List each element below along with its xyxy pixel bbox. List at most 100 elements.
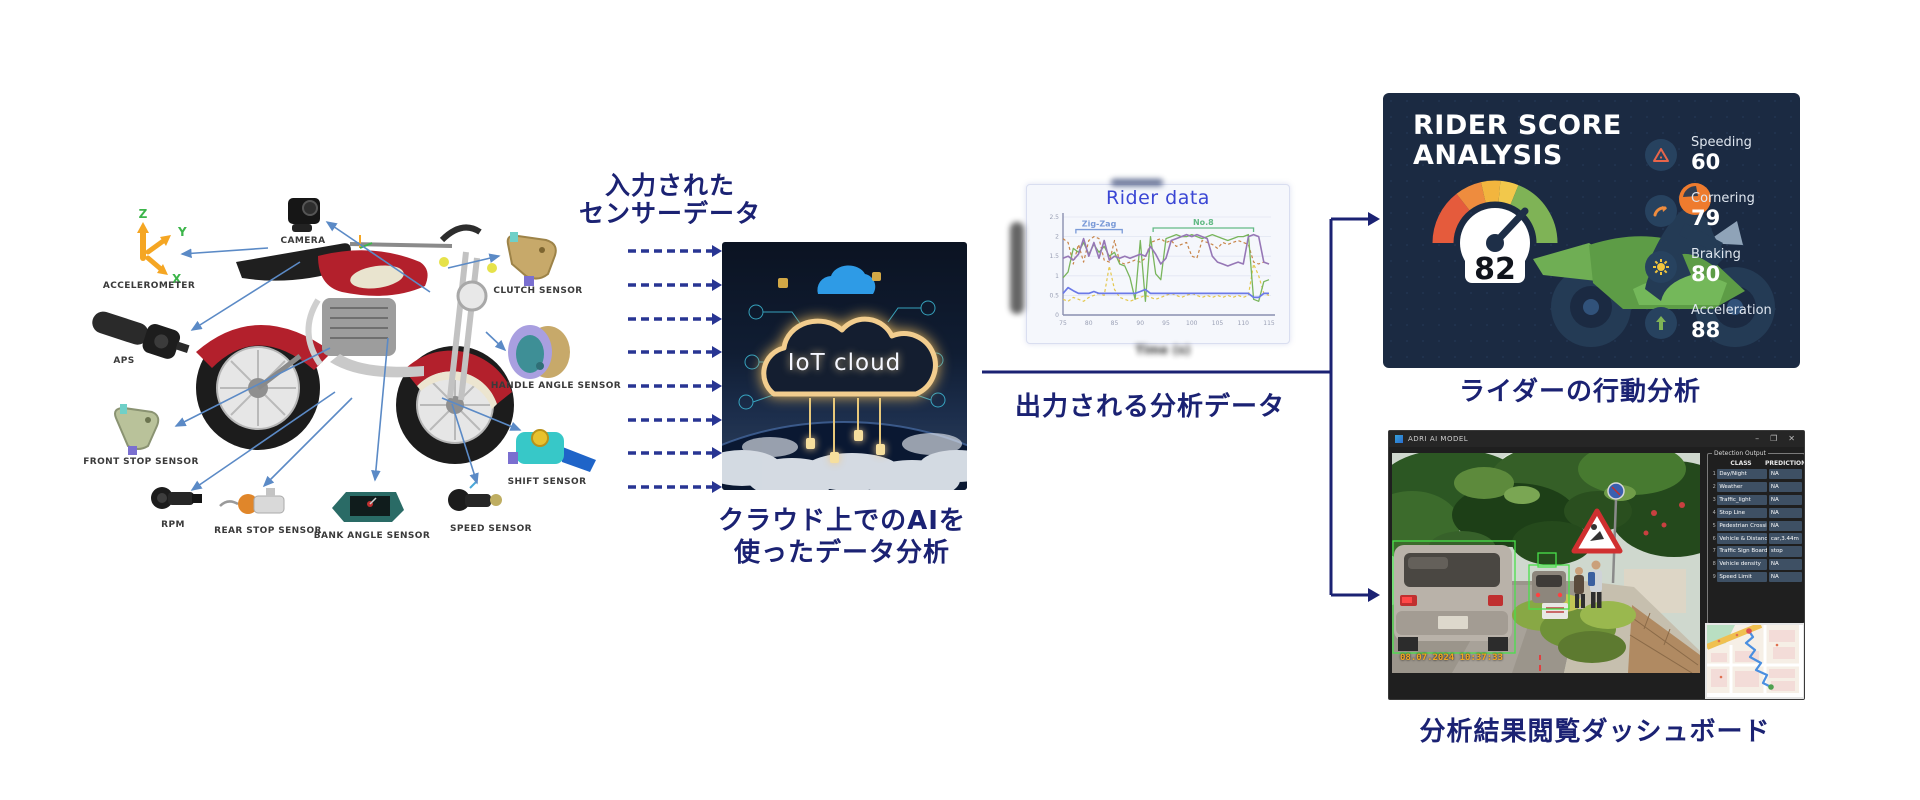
clutch-sensor-icon [506,232,557,286]
svg-text:100: 100 [1186,320,1198,327]
street-scene [1392,453,1700,673]
accelerometer-axes [137,222,171,275]
input-heading-line1: 入力された [604,171,735,200]
row-prediction: NA [1768,559,1802,570]
sensor-label-bank-angle: BANK ANGLE SENSOR [313,531,431,541]
svg-text:No.8: No.8 [1193,218,1214,227]
row-number: 5 [1712,522,1716,529]
chart-title: Rider data [1106,187,1210,209]
map-inset [1705,623,1804,699]
input-heading-line2: センサーデータ [578,199,761,228]
route-map [1707,625,1799,693]
sensor-label-clutch: CLUTCH SENSOR [493,286,583,296]
metric-label: Braking [1691,247,1741,263]
sensor-label-accelerometer: ACCELEROMETER [102,281,196,291]
cloud-caption-line2: 使ったデータ分析 [733,538,950,568]
metric-value: 88 [1691,318,1721,343]
blur-smudge [1111,179,1163,186]
iot-cloud-art [722,265,967,490]
maximize-button[interactable]: ❐ [1770,434,1778,443]
row-number: 3 [1712,496,1716,503]
curve-arrow-icon [1645,195,1677,228]
dashboard-caption: 分析結果閲覧ダッシュボード [1419,717,1771,747]
row-class: Vehicle & Distance [1717,533,1767,544]
row-prediction: car,3.44m [1768,533,1802,544]
metric-braking: Braking 80 [1645,247,1772,286]
sensor-label-camera: CAMERA [280,236,326,246]
route-line [1744,630,1772,688]
row-number: 1 [1712,471,1716,478]
row-prediction: NA [1768,520,1802,531]
iot-cloud-image: IoT cloud [722,242,967,490]
sensor-pointer-arrows [174,221,522,491]
sensor-label-rpm: RPM [161,520,185,530]
svg-text:95: 95 [1162,320,1170,327]
pedestrians [1574,560,1602,608]
metric-value: 80 [1691,262,1721,287]
row-prediction: stop [1768,546,1802,557]
warning-sign [1571,482,1625,584]
up-arrow-icon [1645,307,1677,340]
metric-acceleration: Acceleration 88 [1645,303,1772,342]
svg-text:75: 75 [1059,320,1067,327]
svg-text:Zig-Zag: Zig-Zag [1082,220,1117,229]
metric-value: 60 [1691,150,1721,174]
row-class: Traffic Sign Boards [1717,546,1767,557]
metrics-list: Speeding 60 Cornering 79 Braking [1645,135,1772,343]
window-titlebar: ADRI AI MODEL – ❐ ✕ [1389,431,1804,447]
connector-arrowhead-top [1368,212,1380,226]
rpm-sensor-icon [151,487,202,509]
svg-text:0.5: 0.5 [1049,292,1059,299]
row-number: 9 [1712,574,1716,581]
close-button[interactable]: ✕ [1788,434,1795,443]
svg-text:0: 0 [1055,312,1059,319]
input-data-heading: 入力された センサーデータ [545,172,795,228]
dashcam-photo: 08.07.2024 10:37:33 [1392,453,1700,673]
svg-text:1.5: 1.5 [1049,253,1059,260]
shift-sensor-icon [508,429,596,472]
rider-title-line2: ANALYSIS [1413,140,1563,172]
chart-xlabel-blurred: Time (s) [1135,343,1191,357]
row-class: Weather [1717,481,1767,493]
row-class: Speed Limit [1717,572,1767,583]
rider-score-title: RIDER SCORE ANALYSIS [1413,110,1622,172]
dashboard-window: ADRI AI MODEL – ❐ ✕ [1388,430,1805,700]
rider-panel-caption: ライダーの行動分析 [1459,377,1701,407]
svg-text:1: 1 [1055,273,1059,280]
motorcycle-illustration [196,224,514,464]
route-end-marker [1768,684,1774,690]
class-header: CLASS [1730,460,1752,467]
metric-label: Acceleration [1691,303,1772,319]
row-class: Pedestrian Crossing [1717,520,1767,531]
axis-z-label: Z [139,207,148,221]
detection-boxes [1392,540,1570,654]
sensor-label-rear-stop: REAR STOP SENSOR [214,526,322,536]
rider-score-art: 82 [1432,180,1775,347]
row-number: 4 [1712,509,1716,516]
sensor-label-front-stop: FRONT STOP SENSOR [83,457,199,467]
axis-x-label: X [172,272,182,286]
chart-ylabel-blurred [1010,222,1024,314]
blue-cloud-icon [817,265,876,294]
row-prediction: NA [1768,481,1802,493]
rider-score-panel: RIDER SCORE ANALYSIS 82 [1383,93,1800,368]
timestamp: 08.07.2024 10:37:33 [1400,653,1503,663]
cloud-caption: クラウド上でのAIを 使ったデータ分析 [692,505,992,569]
app-icon [1395,435,1403,443]
connector-arrowhead-bottom [1368,588,1380,602]
row-number: 7 [1712,548,1716,555]
minimize-button[interactable]: – [1755,434,1760,443]
bank-angle-sensor-icon [332,492,404,522]
detection-output-title: Detection Output [1712,450,1768,457]
row-number: 2 [1712,484,1716,491]
detection-table-header: CLASS PREDICTION [1717,460,1804,467]
score-gauge: 82 [1432,180,1558,287]
row-number: 8 [1712,561,1716,568]
sensor-label-shift: SHIFT SENSOR [507,477,587,487]
